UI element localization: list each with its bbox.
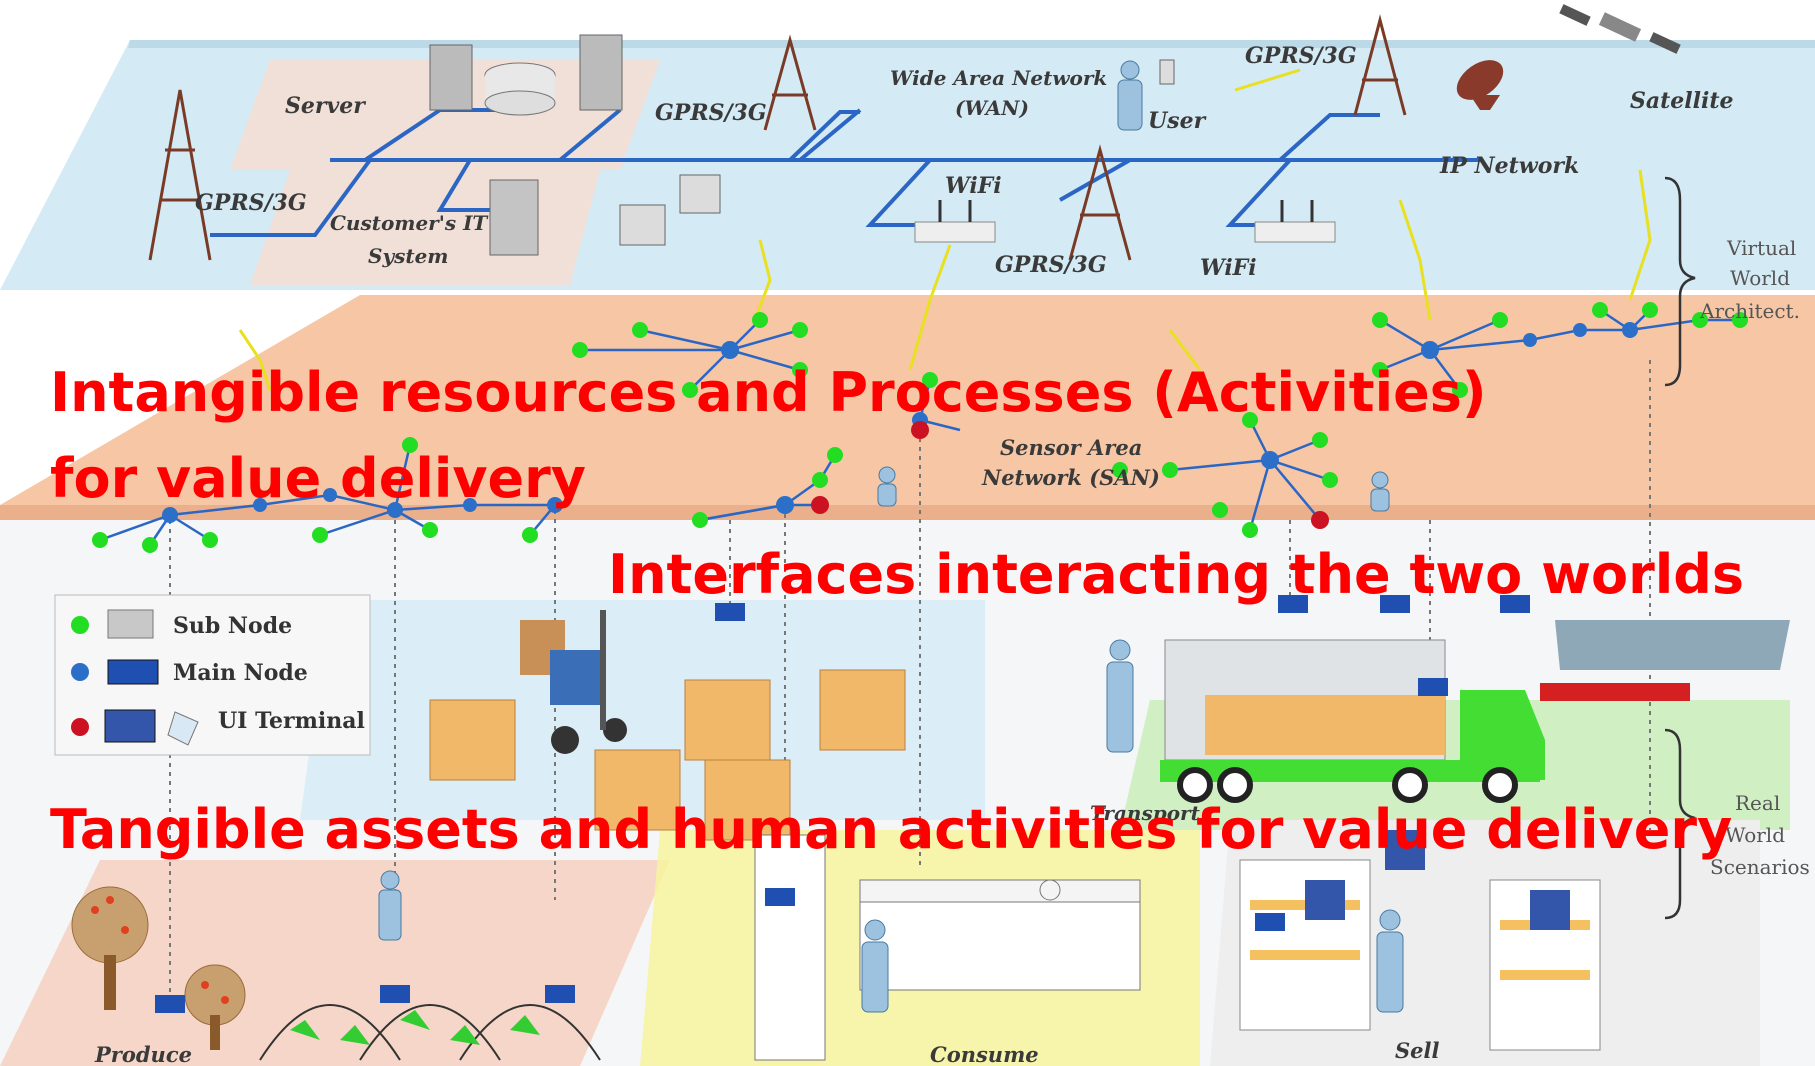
main-node-swatch (71, 663, 89, 681)
person-icon (378, 639, 1404, 1013)
warehouse-boxes (429, 620, 906, 841)
virtual-world-label: Architect. (1699, 299, 1800, 323)
shop-shelves-icon (1239, 830, 1601, 1051)
ui-terminal-swatch (71, 718, 89, 736)
wifi-label: WiFi (945, 173, 1002, 199)
satellite-label: Satellite (1630, 88, 1734, 114)
sub-nodes (92, 302, 1748, 553)
gprs-label: GPRS/3G (655, 100, 767, 126)
server-label: Server (285, 93, 366, 119)
forklift-icon (550, 610, 627, 754)
real-world-label: World (1725, 823, 1785, 847)
legend-ui-terminal: UI Terminal (218, 708, 365, 734)
user-icon (1117, 59, 1175, 131)
wifi-router-icon (914, 200, 1336, 243)
wifi-label: WiFi (1200, 255, 1257, 281)
gprs-tower-icon (148, 14, 1407, 261)
interfaces-caption: Interfaces interacting the two worlds (608, 543, 1745, 606)
real-world-label: Scenarios (1710, 855, 1810, 879)
gprs-label: GPRS/3G (195, 190, 307, 216)
produce-label: Produce (94, 1042, 192, 1066)
server-icon (429, 34, 623, 116)
main-nodes (162, 322, 1638, 523)
virtual-world-label: Virtual (1726, 236, 1796, 260)
sub-node-swatch (71, 616, 89, 634)
truck-icon (1160, 639, 1545, 803)
intangible-caption: Intangible resources and Processes (Acti… (50, 361, 1487, 424)
san-label: Sensor Area (1000, 435, 1142, 460)
legend: Sub Node Main Node UI Terminal (54, 594, 371, 756)
ship-icon (1540, 620, 1790, 701)
ip-network-lines (210, 108, 1480, 237)
satellite-icon (1456, 4, 1681, 110)
intangible-caption-line2: for value delivery (50, 447, 586, 510)
sell-label: Sell (1395, 1038, 1440, 1063)
gateway-blocks (155, 595, 1530, 1013)
legend-sub-node: Sub Node (173, 613, 292, 639)
wireless-links (238, 68, 1652, 391)
virtual-world-label: World (1730, 266, 1790, 290)
ip-network-label: IP Network (1439, 153, 1579, 179)
real-world-label: Real (1735, 791, 1780, 815)
legend-main-node: Main Node (173, 660, 308, 686)
customer-it-label-sub: System (368, 244, 448, 268)
transport-label: Transport (1090, 801, 1201, 825)
ui-terminal-nodes (811, 421, 1329, 529)
greenhouse-icon (259, 1004, 601, 1061)
tangible-caption: Tangible assets and human activities for… (50, 798, 1733, 861)
kitchen-icon (754, 834, 1141, 1061)
san-plane (0, 295, 1815, 520)
gprs-label: GPRS/3G (995, 252, 1107, 278)
customer-it-label: Customer's IT (330, 211, 489, 235)
user-label: User (1148, 108, 1207, 134)
san-label-sub: Network (SAN) (981, 465, 1160, 490)
wan-label: Wide Area Network (890, 66, 1107, 90)
gprs-label: GPRS/3G (1245, 43, 1357, 69)
customer-it-system-icon (489, 174, 721, 256)
san-user-icon (877, 466, 1390, 512)
consume-label: Consume (930, 1042, 1039, 1066)
wan-label-sub: (WAN) (955, 96, 1029, 120)
trees-icon (71, 886, 246, 1050)
side-braces (1664, 176, 1696, 920)
